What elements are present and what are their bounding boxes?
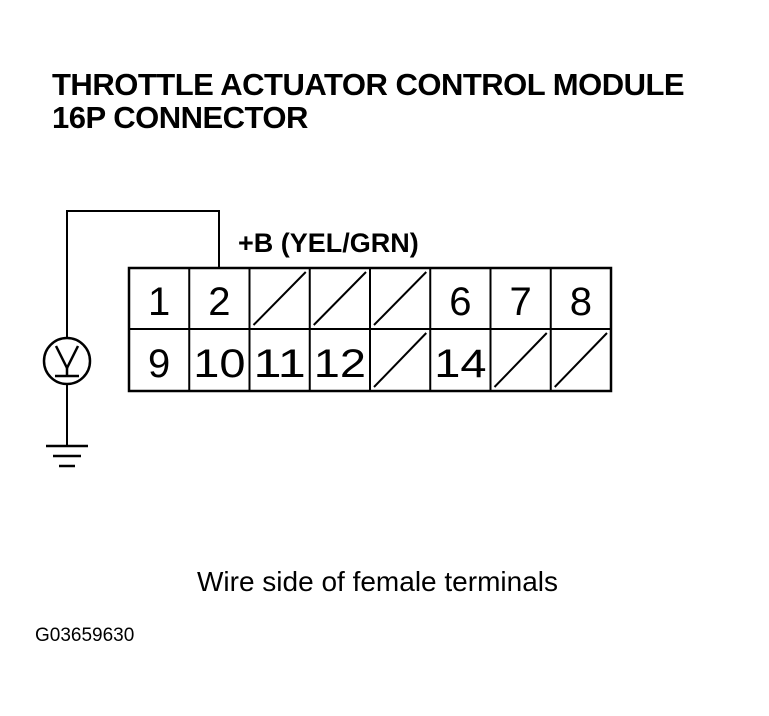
terminal-9: 9	[148, 342, 170, 386]
terminal-2: 2	[208, 280, 230, 324]
empty-terminal-slash	[313, 271, 367, 326]
figure-id: G03659630	[35, 625, 135, 646]
terminal-8: 8	[570, 280, 592, 324]
wire-label: +B (YEL/GRN)	[238, 228, 419, 258]
terminal-11: 11	[254, 342, 306, 386]
empty-terminal-slash	[554, 332, 608, 388]
terminal-10: 10	[193, 342, 245, 386]
terminal-6: 6	[449, 280, 471, 324]
title-line-1: THROTTLE ACTUATOR CONTROL MODULE	[52, 67, 685, 102]
terminal-12: 12	[314, 342, 366, 386]
terminal-1: 1	[148, 280, 170, 324]
voltmeter-icon	[42, 336, 92, 386]
caption: Wire side of female terminals	[196, 566, 558, 597]
terminal-7: 7	[510, 280, 532, 324]
probe-wire	[66, 210, 220, 338]
title-line-2: 16P CONNECTOR	[52, 100, 308, 135]
empty-terminal-slash	[373, 271, 427, 326]
empty-terminal-slash	[373, 332, 427, 388]
diagram-title: THROTTLE ACTUATOR CONTROL MODULE 16P CON…	[52, 67, 685, 135]
terminal-14: 14	[434, 342, 486, 386]
empty-terminal-slash	[493, 332, 548, 388]
empty-terminal-slash	[252, 271, 307, 326]
ground-icon	[46, 444, 88, 468]
